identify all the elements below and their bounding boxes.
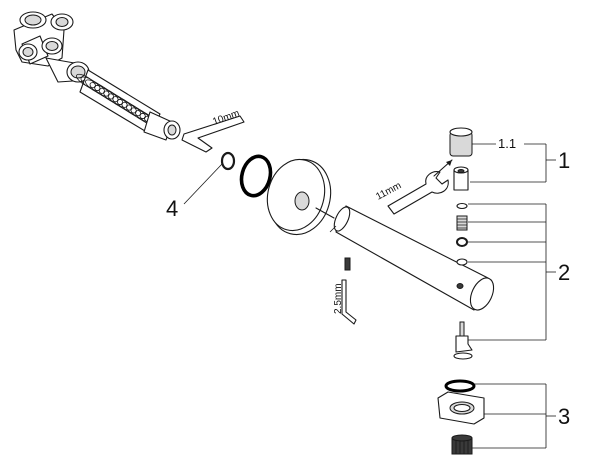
callout-1-1: 1.1 (498, 136, 516, 151)
callout-1: 1 (558, 148, 570, 173)
cap-part (449, 127, 473, 157)
valve-body (13, 11, 90, 83)
aerator-insert (451, 434, 473, 455)
callout-4: 4 (166, 196, 178, 221)
washer-1 (456, 202, 468, 210)
hose-rib (98, 87, 119, 103)
escutcheon-plate (266, 158, 335, 236)
spring-part (456, 215, 468, 231)
large-o-ring (239, 154, 273, 198)
valve-stem (453, 321, 473, 360)
aerator-o-ring (444, 379, 476, 393)
hose-rib (94, 85, 115, 100)
hose-rib (80, 76, 101, 91)
corrugated-hose (76, 69, 181, 141)
hose-rib (89, 82, 110, 97)
small-o-ring: 4 (166, 151, 236, 221)
hose-rib (116, 99, 137, 114)
hose-rib (76, 73, 96, 89)
hex-key-10mm: 10mm (181, 108, 245, 153)
hose-rib (112, 96, 133, 111)
callout-leaders (468, 143, 556, 449)
spout-body (329, 205, 495, 311)
hose-rib (103, 90, 124, 105)
hose-rib (85, 79, 106, 94)
hose-rib (125, 104, 146, 119)
grub-screw (344, 257, 351, 271)
callout-3: 3 (558, 404, 570, 429)
hex-key-2-5mm: 2.5mm (333, 279, 357, 325)
hose-rib (107, 93, 128, 108)
wrench-11mm: 11mm (374, 159, 453, 215)
washer-3 (456, 258, 468, 266)
callout-2: 2 (558, 260, 570, 285)
aerator-housing (437, 391, 485, 425)
cartridge-part (453, 166, 469, 191)
hex-key-2-5mm-label: 2.5mm (333, 283, 344, 314)
hose-rib (121, 101, 142, 117)
washer-2 (456, 237, 468, 247)
